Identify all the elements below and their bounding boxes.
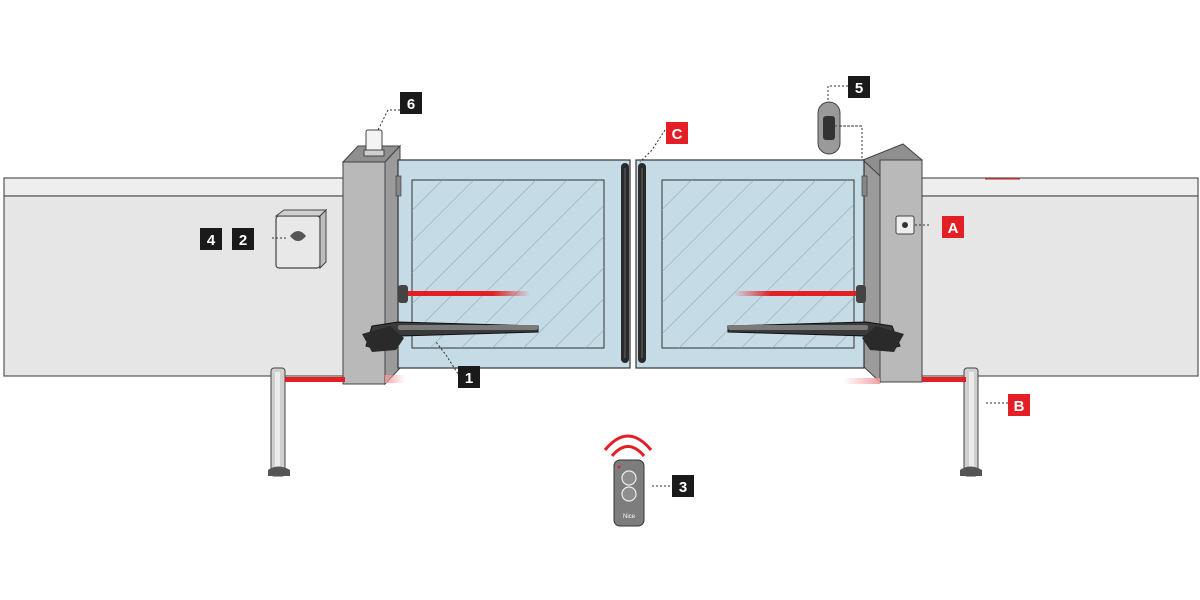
gate-leaf-right: [635, 159, 868, 369]
flashing-light: [363, 129, 385, 157]
svg-text:4: 4: [207, 232, 216, 249]
photocell-beam-inner: [398, 285, 866, 303]
label-6: 6: [400, 92, 422, 114]
label-3: 3: [672, 475, 694, 497]
control-unit: [274, 208, 328, 270]
remote-brand: Nice: [623, 514, 636, 520]
svg-text:C: C: [672, 126, 683, 143]
label-b: B: [1008, 394, 1030, 416]
label-4: 4: [200, 228, 222, 250]
svg-text:B: B: [1014, 398, 1025, 415]
safety-edges: [621, 163, 646, 363]
label-5: 5: [848, 76, 870, 98]
gate-leaf-left: [395, 159, 631, 369]
remote-transmitter: Nice: [603, 434, 653, 527]
label-1: 1: [458, 366, 480, 388]
photocell-inner-device: [895, 215, 915, 235]
svg-text:6: 6: [407, 96, 415, 113]
wall-left: [3, 177, 347, 377]
key-selector: [817, 101, 862, 155]
leader-lines: [272, 85, 1008, 487]
svg-text:5: 5: [855, 80, 863, 97]
svg-text:3: 3: [679, 479, 687, 496]
photocell-post-left: [268, 367, 345, 477]
photocell-post-right: [922, 367, 982, 477]
svg-text:A: A: [948, 220, 959, 237]
ground-glow: [385, 375, 880, 384]
svg-text:2: 2: [239, 232, 247, 249]
wall-right: [919, 177, 1199, 377]
label-a: A: [942, 216, 964, 238]
label-2: 2: [232, 228, 254, 250]
motor-left: [362, 321, 539, 352]
motor-right: [727, 321, 904, 352]
label-c: C: [666, 122, 688, 144]
svg-text:1: 1: [465, 370, 473, 387]
